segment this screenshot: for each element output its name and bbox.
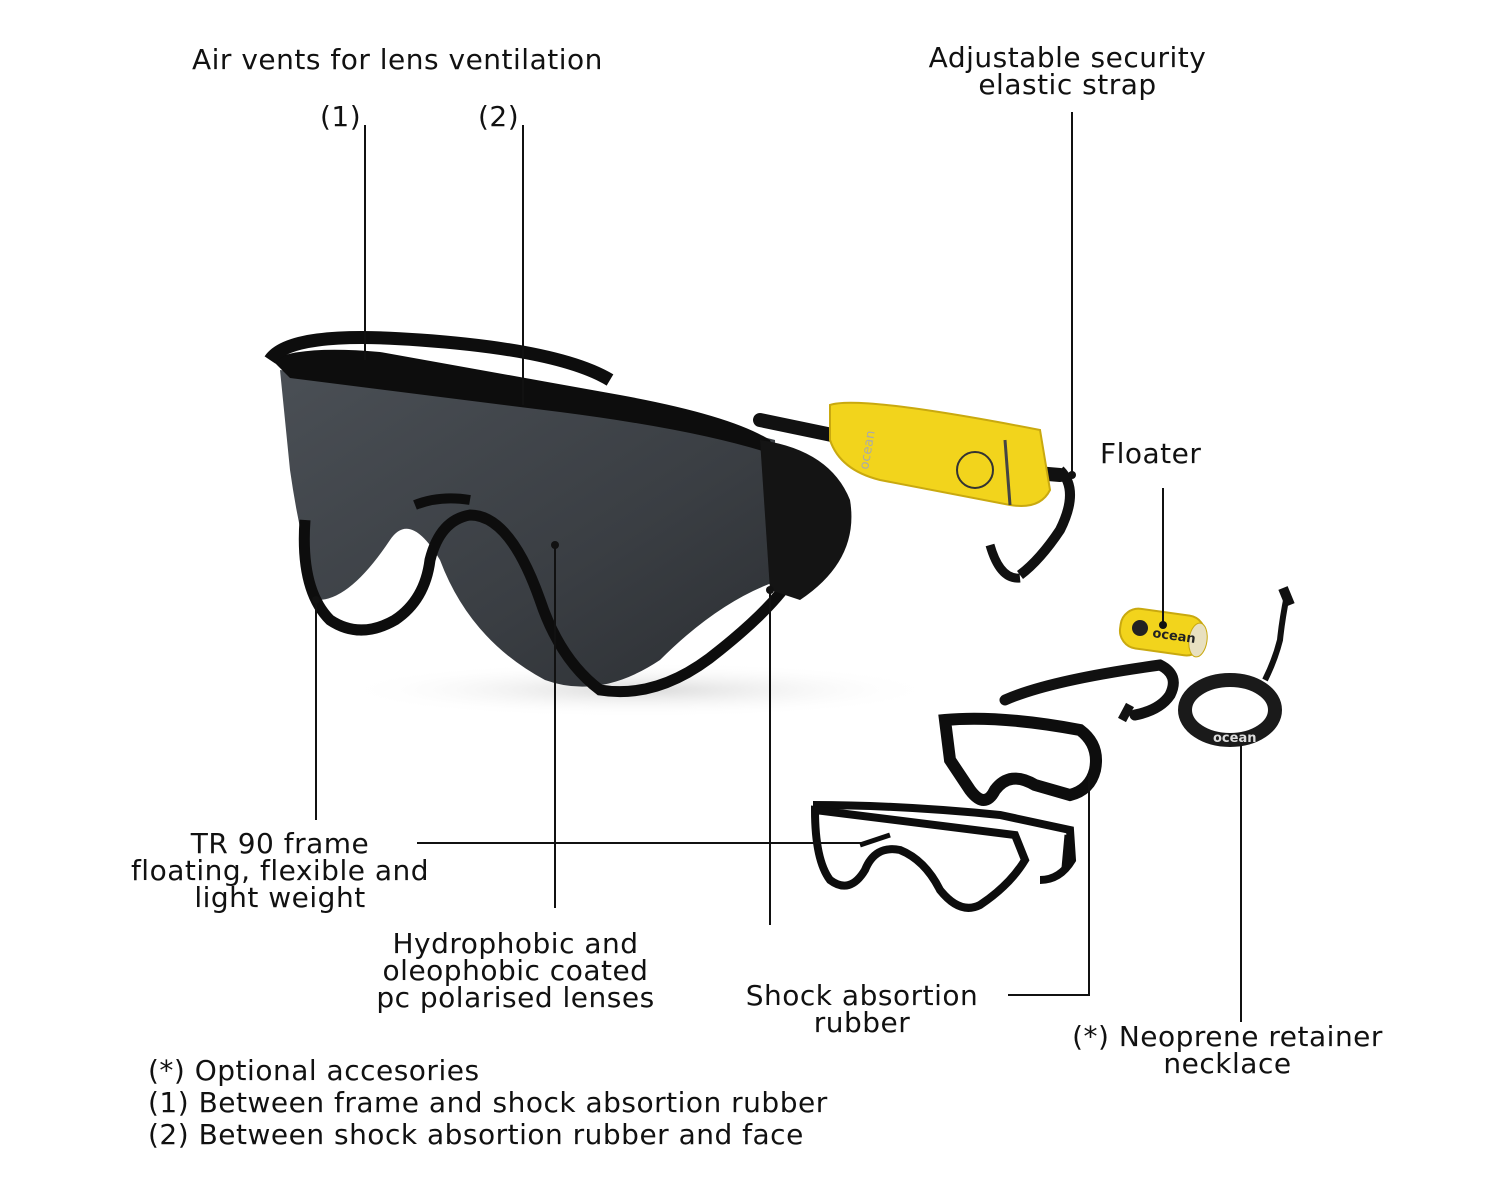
- frame-label: TR 90 frame floating, flexible and light…: [95, 827, 465, 914]
- vent-1-label: (1): [320, 100, 362, 133]
- air-vents-text: Air vents for lens ventilation: [192, 43, 603, 76]
- strap-accessory: [999, 659, 1179, 723]
- frame-text-line2: floating, flexible and: [130, 854, 430, 887]
- lenses-label: Hydrophobic and oleophobic coated pc pol…: [343, 927, 688, 1014]
- floater-accessory: ocean: [1118, 607, 1208, 658]
- footnotes: (*) Optional accesories (1) Between fram…: [148, 1055, 828, 1151]
- strap-band: [1016, 466, 1075, 579]
- leader-dots: [312, 471, 1167, 629]
- rubber-accessory: [938, 712, 1102, 806]
- floater-text: Floater: [1100, 437, 1202, 470]
- frame-text-line3: light weight: [194, 881, 366, 914]
- footnote-2: (2) Between shock absortion rubber and f…: [148, 1118, 804, 1151]
- vent-1-text: (1): [320, 100, 362, 133]
- air-vents-label: Air vents for lens ventilation: [192, 43, 603, 76]
- necklace-text-line1: (*) Neoprene retainer: [1072, 1020, 1383, 1053]
- footnote-1: (1) Between frame and shock absortion ru…: [148, 1086, 828, 1119]
- lenses-text-line3: pc polarised lenses: [376, 981, 655, 1014]
- vent-2-text: (2): [478, 100, 520, 133]
- temple-arm-near: [264, 331, 614, 386]
- side-shield: [760, 440, 852, 600]
- smoke-lens: [280, 370, 780, 687]
- frame-logo: ocean: [857, 429, 879, 470]
- lenses-text-line2: oleophobic coated: [382, 954, 649, 987]
- necklace-label: (*) Neoprene retainer necklace: [1030, 1020, 1425, 1080]
- frame-text-line1: TR 90 frame: [190, 827, 370, 860]
- leader-lines: [315, 112, 1242, 1022]
- strap-text-line1: Adjustable security: [928, 41, 1207, 74]
- shock-label: Shock absortion rubber: [716, 979, 1008, 1039]
- necklace-logo: ocean: [1213, 731, 1256, 746]
- strap-text-line2: elastic strap: [978, 68, 1157, 101]
- main-glasses: ocean: [264, 331, 1075, 698]
- lenses-text-line1: Hydrophobic and: [392, 927, 639, 960]
- floater-logo: ocean: [1151, 626, 1196, 647]
- floater-on-strap: [829, 401, 1052, 507]
- footnote-optional: (*) Optional accesories: [148, 1054, 480, 1087]
- floater-label: Floater: [1100, 437, 1202, 470]
- clear-frame-accessory: [810, 801, 1077, 912]
- shock-text-line2: rubber: [813, 1006, 911, 1039]
- frame-bottom-rim: [298, 509, 795, 698]
- vent-2-label: (2): [478, 100, 520, 133]
- strap-label: Adjustable security elastic strap: [895, 41, 1240, 101]
- shock-text-line1: Shock absortion: [745, 979, 979, 1012]
- necklace-text-line2: necklace: [1163, 1047, 1292, 1080]
- necklace-accessory: ocean: [1178, 586, 1295, 747]
